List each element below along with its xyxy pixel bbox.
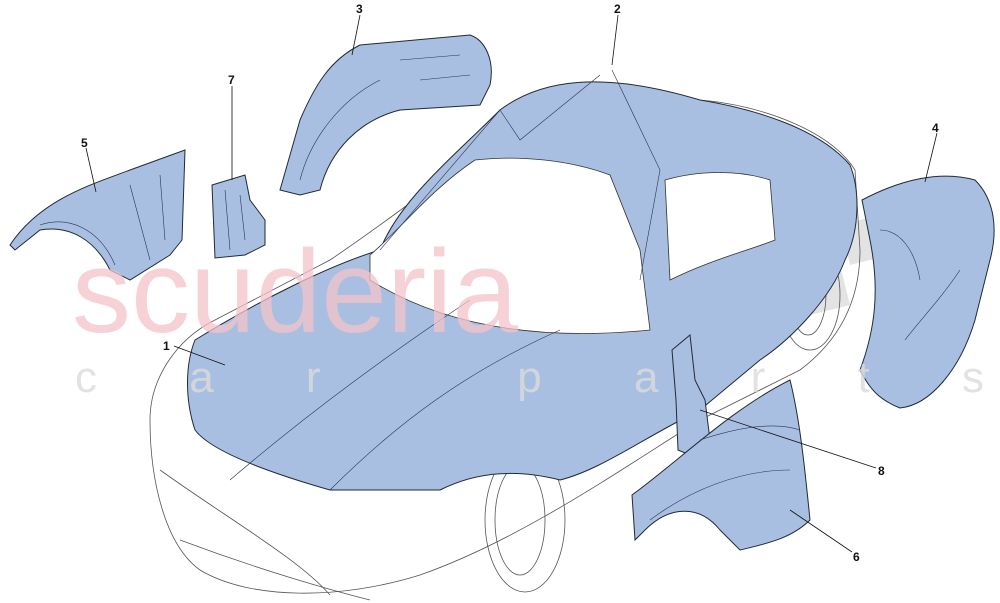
svg-text:5: 5 [81, 136, 88, 150]
part-7-pillar-reinforcement [211, 174, 266, 259]
part-3-inner-wheelhouse [279, 34, 492, 196]
watermark-sub: c a r p a r t s [75, 353, 1000, 402]
callout-5: 5 [81, 136, 97, 193]
part-4-rear-wing [859, 175, 995, 409]
svg-text:4: 4 [932, 121, 939, 135]
part-6-front-fender [631, 379, 811, 551]
callout-4: 4 [924, 121, 939, 183]
callout-3: 3 [351, 2, 363, 56]
callout-7: 7 [228, 73, 235, 180]
svg-text:1: 1 [163, 339, 170, 353]
svg-text:6: 6 [853, 550, 860, 564]
svg-text:7: 7 [228, 73, 235, 87]
callout-8: 8 [699, 409, 885, 478]
callout-2: 2 [611, 2, 621, 66]
callout-6: 6 [789, 509, 860, 564]
watermark-brand: scuderia [72, 226, 518, 358]
callout-1: 1 [163, 339, 226, 366]
svg-text:2: 2 [614, 2, 621, 16]
part-5-front-inner-panel [9, 149, 186, 281]
svg-text:3: 3 [356, 2, 363, 16]
svg-text:8: 8 [878, 464, 885, 478]
